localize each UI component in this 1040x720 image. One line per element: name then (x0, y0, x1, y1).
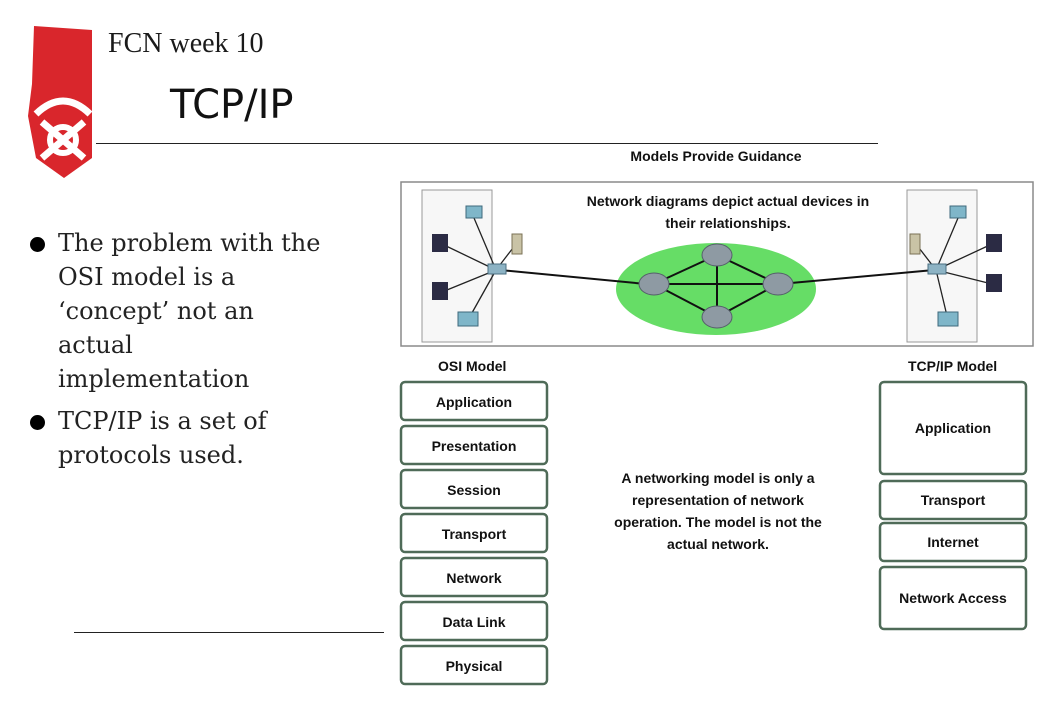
tcpip-heading: TCP/IP Model (908, 358, 997, 374)
osi-stack: Application Presentation Session Transpo… (399, 380, 549, 686)
tcpip-layer (878, 479, 1028, 521)
osi-layer (399, 380, 549, 422)
osi-layer (399, 424, 549, 466)
osi-layer-label: Application (436, 394, 512, 410)
osi-layer (399, 644, 549, 686)
tcpip-layer-label: Network Access (899, 590, 1007, 606)
right-lan (909, 205, 1002, 327)
switch-icon (927, 263, 947, 275)
tcpip-layer (878, 565, 1028, 631)
diagram-caption: Network diagrams depict actual devices i… (587, 193, 869, 209)
server-icon (909, 233, 921, 255)
diagram-caption: their relationships. (665, 215, 790, 231)
tcpip-layer-label: Internet (927, 534, 979, 550)
user-icon (986, 234, 1002, 252)
phone-icon (937, 311, 959, 327)
left-lan (432, 205, 523, 327)
model-note: actual network. (667, 536, 769, 552)
wan-link (779, 269, 935, 285)
osi-layer (399, 468, 549, 510)
tcpip-layer (878, 380, 1028, 476)
model-note: operation. The model is not the (614, 514, 822, 530)
bullet-item: The problem with the OSI model is a ‘con… (30, 226, 330, 396)
page-title: TCP/IP (170, 82, 294, 128)
tcpip-stack: Application Transport Internet Network A… (878, 380, 1028, 631)
osi-layer-label: Data Link (442, 614, 505, 630)
university-logo-icon (28, 26, 93, 178)
osi-layer (399, 556, 549, 598)
pc-icon (465, 205, 483, 219)
router-icon (638, 243, 794, 329)
tcpip-layer-label: Application (915, 420, 991, 436)
osi-layer (399, 600, 549, 642)
tcpip-layer-label: Transport (921, 492, 986, 508)
user-icon (986, 274, 1002, 292)
user-icon (432, 282, 448, 300)
header-divider (96, 143, 878, 144)
tcpip-layer (878, 521, 1028, 563)
course-label: FCN week 10 (108, 28, 264, 59)
osi-layer-label: Presentation (432, 438, 517, 454)
figure-title: Models Provide Guidance (630, 148, 801, 164)
server-icon (511, 233, 523, 255)
user-icon (432, 234, 448, 252)
wan-link (499, 269, 647, 285)
osi-layer-label: Transport (442, 526, 507, 542)
osi-layer-label: Session (447, 482, 501, 498)
footer-divider (74, 632, 384, 633)
switch-icon (487, 263, 507, 275)
pc-icon (949, 205, 967, 219)
bullet-list: The problem with the OSI model is a ‘con… (30, 226, 330, 480)
model-note: A networking model is only a (621, 470, 814, 486)
phone-icon (457, 311, 479, 327)
osi-layer-label: Physical (446, 658, 503, 674)
osi-layer (399, 512, 549, 554)
osi-layer-label: Network (446, 570, 501, 586)
model-note: representation of network (632, 492, 804, 508)
models-figure: Models Provide Guidance Network diagrams… (399, 148, 1034, 686)
osi-heading: OSI Model (438, 358, 506, 374)
bullet-item: TCP/IP is a set of protocols used. (30, 404, 330, 472)
